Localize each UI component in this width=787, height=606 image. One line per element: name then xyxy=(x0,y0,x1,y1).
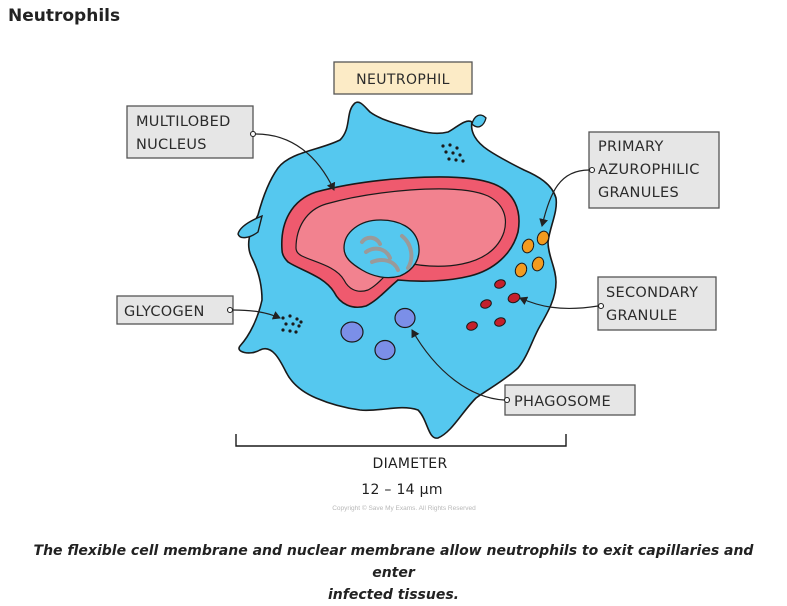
label-glycogen: GLYCOGEN xyxy=(116,295,281,325)
diameter-label: DIAMETER xyxy=(373,456,448,472)
label-primary-granules: PRIMARY AZUROPHILIC GRANULES xyxy=(539,131,720,227)
secondary-granules xyxy=(466,279,521,331)
svg-text:NUCLEUS: NUCLEUS xyxy=(136,137,207,153)
title-box: NEUTROPHIL xyxy=(333,61,473,95)
svg-text:AZUROPHILIC: AZUROPHILIC xyxy=(598,162,700,178)
label-secondary-granule: SECONDARY GRANULE xyxy=(519,276,717,331)
caption-line-1: The flexible cell membrane and nuclear m… xyxy=(33,543,754,581)
golgi-body xyxy=(360,234,414,272)
secondary-granule xyxy=(507,292,521,304)
figure-caption: The flexible cell membrane and nuclear m… xyxy=(20,540,767,606)
page-heading: Neutrophils xyxy=(8,6,121,26)
copyright-text: Copyright © Save My Exams. All Rights Re… xyxy=(332,504,476,512)
diameter-bracket xyxy=(235,434,567,447)
secondary-granule xyxy=(494,317,506,327)
primary-granule xyxy=(514,262,528,278)
primary-granules xyxy=(514,230,550,278)
label-phagosome: PHAGOSOME xyxy=(411,329,636,416)
svg-text:MULTILOBED: MULTILOBED xyxy=(136,114,231,130)
svg-text:GLYCOGEN: GLYCOGEN xyxy=(124,304,205,320)
svg-text:GRANULE: GRANULE xyxy=(606,308,677,324)
phagosome-vesicle xyxy=(340,321,364,343)
phagosome-vesicle xyxy=(374,339,396,361)
primary-granule xyxy=(521,238,535,254)
secondary-granule xyxy=(480,299,492,309)
svg-text:PRIMARY: PRIMARY xyxy=(598,139,664,155)
glycogen-dots-upper xyxy=(441,143,465,163)
membrane-protrusion-left xyxy=(237,214,264,239)
label-multilobed-nucleus: MULTILOBED NUCLEUS xyxy=(126,105,336,191)
diagram-title: NEUTROPHIL xyxy=(356,72,450,88)
phagosomes xyxy=(340,307,416,361)
svg-text:GRANULES: GRANULES xyxy=(598,185,679,201)
glycogen-dots xyxy=(281,314,303,334)
diameter-value: 12 – 14 μm xyxy=(361,482,443,498)
secondary-granule xyxy=(466,321,478,331)
phagosome-vesicle xyxy=(394,307,416,329)
membrane-protrusion-top xyxy=(471,114,487,128)
svg-text:SECONDARY: SECONDARY xyxy=(606,285,698,301)
primary-granule xyxy=(536,230,550,246)
primary-granule xyxy=(531,256,545,272)
caption-line-2: infected tissues. xyxy=(327,587,459,603)
secondary-granule xyxy=(494,279,506,289)
svg-text:PHAGOSOME: PHAGOSOME xyxy=(514,394,611,410)
neutrophil-diagram: NEUTROPHIL xyxy=(116,61,720,512)
